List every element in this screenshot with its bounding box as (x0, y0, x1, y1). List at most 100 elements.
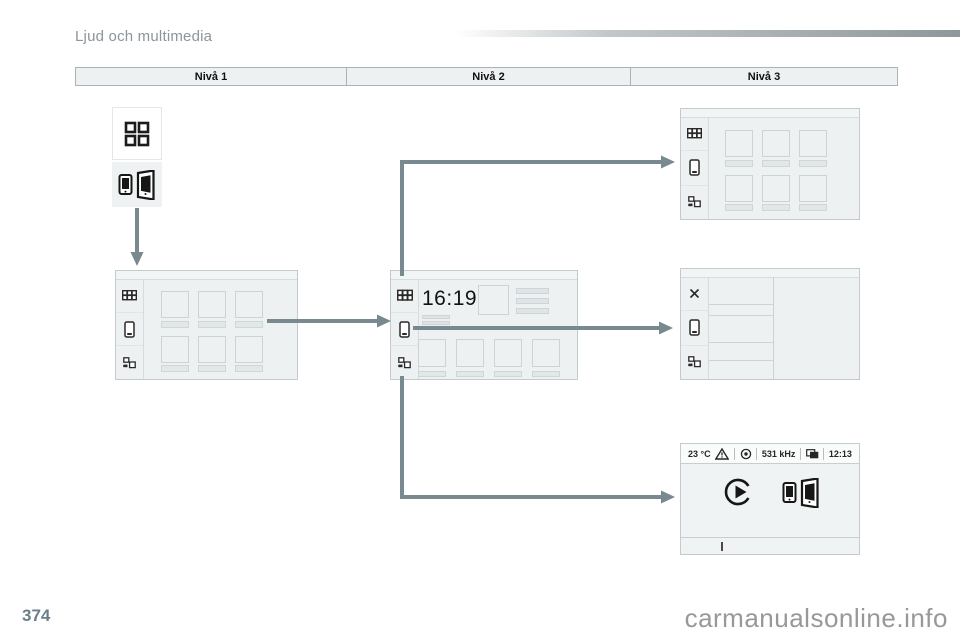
app-tile (235, 336, 263, 363)
screen-sidebar (681, 117, 709, 219)
widget-preview-square (478, 285, 509, 315)
detail-panel (774, 277, 859, 379)
app-tile (235, 291, 263, 318)
screen-level1-home (115, 270, 298, 380)
screen-sidebar (391, 279, 419, 379)
app-tile (494, 339, 522, 367)
app-tile (725, 175, 753, 202)
warning-icon (715, 447, 730, 460)
statusbar-separator (733, 447, 735, 460)
app-tile (198, 291, 226, 318)
app-tile-label (161, 321, 189, 328)
level2-header-cell: Nivå 2 (346, 67, 631, 86)
app-tile-label (456, 371, 484, 377)
app-tile-label (799, 204, 827, 211)
screen-topbar (681, 269, 859, 278)
statusbar-separator (756, 447, 758, 460)
radio-statusbar: 23 °C 531 kHz (681, 444, 859, 464)
section-title: Ljud och multimedia (75, 28, 213, 45)
stacked-pages-icon (805, 448, 819, 459)
arrowhead-right (661, 490, 675, 504)
app-tile (161, 291, 189, 318)
menu-grid-icon (391, 279, 418, 313)
app-tile-label (762, 204, 790, 211)
app-tile (725, 130, 753, 157)
screen-level3-list (680, 268, 860, 380)
frequency-text: 531 kHz (761, 448, 796, 459)
app-tile-label (418, 371, 446, 377)
screen-mirroring-icon (118, 169, 156, 200)
app-tile-label (235, 321, 263, 328)
arrowhead-right (661, 155, 675, 169)
list-row-divider (709, 315, 773, 316)
app-tile-label (198, 321, 226, 328)
widgets-icon (391, 346, 418, 379)
app-tile (198, 336, 226, 363)
widgets-icon (681, 346, 708, 379)
widget-line (516, 308, 549, 314)
app-tile-label (532, 371, 560, 377)
statusbar-separator (823, 447, 825, 460)
app-tile (799, 130, 827, 157)
arrow-level2-to-level3-apps (400, 160, 661, 276)
app-tile (762, 130, 790, 157)
app-tile-label (725, 160, 753, 167)
header-gradient-bar (455, 30, 960, 37)
play-icon (723, 477, 753, 507)
smartphone-icon (391, 313, 418, 347)
list-column (709, 277, 774, 379)
menu-grid-icon (681, 117, 708, 152)
app-tile-label (494, 371, 522, 377)
screen-level3-radio: 23 °C 531 kHz (680, 443, 860, 555)
app-tile (456, 339, 484, 367)
app-tile-label (762, 160, 790, 167)
screen-mirroring-icon (781, 478, 821, 508)
temperature-text: 23 °C (688, 448, 711, 459)
widget-line (516, 298, 549, 304)
clock-sub-bar (422, 321, 450, 325)
page-number: 374 (22, 606, 51, 625)
widget-line (516, 288, 549, 294)
list-row-divider (709, 342, 773, 343)
levels-table: Nivå 1 Nivå 2 Nivå 3 (75, 67, 898, 86)
scrub-tick (721, 542, 723, 551)
app-tile (799, 175, 827, 202)
screen-level3-apps (680, 108, 860, 220)
close-icon (681, 277, 708, 312)
list-row-divider (709, 304, 773, 305)
app-tile-label (161, 365, 189, 372)
apps-grid-icon (124, 121, 150, 147)
level3-header-cell: Nivå 3 (630, 67, 898, 86)
arrowhead-right (377, 314, 391, 328)
mirror-button-tile (112, 162, 162, 207)
widgets-icon (116, 346, 143, 379)
app-tile (532, 339, 560, 367)
arrowhead-down (130, 252, 144, 266)
screen-topbar (116, 271, 297, 280)
app-tile (762, 175, 790, 202)
home-clock: 16:19 (422, 287, 478, 310)
watermark: carmanualsonline.info (684, 603, 948, 633)
radio-bottom-strip (681, 537, 859, 556)
widgets-icon (681, 186, 708, 219)
app-tile-label (198, 365, 226, 372)
screen-topbar (681, 109, 859, 118)
screen-sidebar (681, 277, 709, 379)
status-time-text: 12:13 (828, 448, 852, 459)
app-tile-label (235, 365, 263, 372)
menu-grid-icon (116, 279, 143, 313)
arrowhead-right (659, 321, 673, 335)
traffic-announcement-icon (740, 448, 752, 460)
app-tile-label (725, 204, 753, 211)
clock-sub-bar (422, 315, 450, 319)
smartphone-icon (681, 151, 708, 186)
statusbar-separator (800, 447, 801, 460)
smartphone-icon (116, 313, 143, 347)
smartphone-icon (681, 311, 708, 346)
app-tile-label (799, 160, 827, 167)
app-tile (161, 336, 189, 363)
screen-level2-home: 16:19 (390, 270, 578, 380)
apps-button-tile (112, 107, 162, 160)
level1-header-cell: Nivå 1 (75, 67, 347, 86)
